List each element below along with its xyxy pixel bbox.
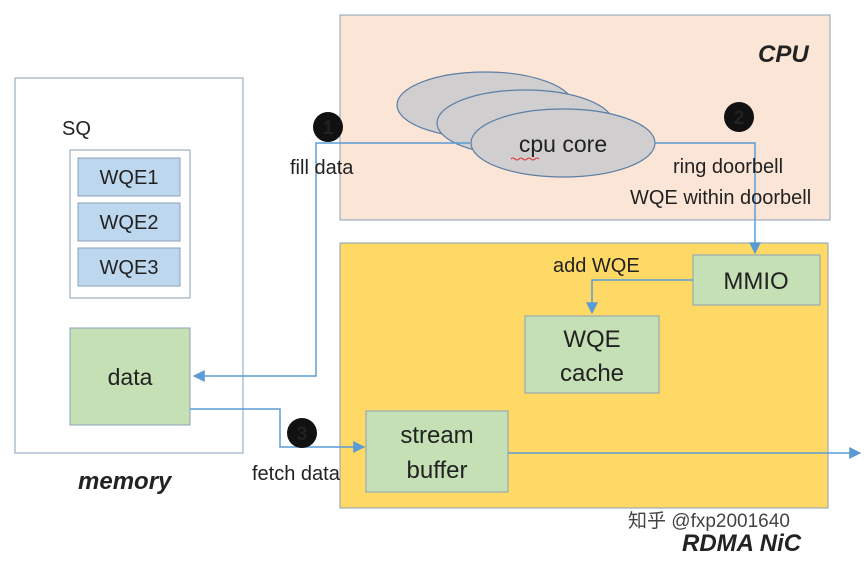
sq-label: SQ	[62, 118, 91, 140]
nic-title: RDMA NiC	[682, 530, 802, 557]
wqe-cache-label-line2: cache	[560, 360, 624, 387]
step3-label: fetch data	[252, 463, 341, 485]
stream-buffer-label-line1: stream	[400, 422, 473, 449]
wqe2-box	[77, 202, 181, 242]
stream-buffer-label-line2: buffer	[407, 457, 468, 484]
step1-badge	[313, 112, 343, 142]
cpu-title: CPU	[758, 41, 809, 68]
add-wqe-label: add WQE	[553, 255, 640, 277]
step2-label: ring doorbell	[673, 156, 783, 178]
step1-number: 1	[323, 118, 334, 139]
data-label: data	[108, 364, 153, 390]
memory-title: memory	[78, 468, 173, 495]
wqe2-label: WQE2	[100, 212, 159, 234]
wqe1-label: WQE1	[100, 167, 159, 189]
stream-buffer-box	[365, 410, 509, 493]
add-wqe-arrow	[586, 279, 693, 315]
data-box	[69, 327, 191, 426]
fetch-data-arrow	[190, 408, 366, 453]
wqe-cache-label-line1: WQE	[563, 326, 620, 353]
ring-doorbell-arrow	[655, 142, 761, 255]
mmio-label: MMIO	[723, 268, 788, 295]
mmio-box	[692, 254, 821, 306]
step3-badge	[287, 418, 317, 448]
wqe3-box	[77, 247, 181, 287]
wqe3-label: WQE3	[100, 257, 159, 279]
fill-data-arrow	[192, 142, 470, 382]
wqe1-box	[77, 157, 181, 197]
step3-number: 3	[297, 424, 308, 445]
step2-badge	[724, 102, 754, 132]
step1-label: fill data	[290, 157, 354, 179]
watermark: 知乎 @fxp2001640	[628, 510, 790, 532]
cpu-core-label: cpu core	[519, 131, 607, 157]
spellcheck-squiggle	[510, 157, 540, 161]
step2-number: 2	[734, 108, 745, 129]
wqe-cache-box	[524, 315, 660, 394]
step2-note: WQE within doorbell	[630, 187, 811, 209]
